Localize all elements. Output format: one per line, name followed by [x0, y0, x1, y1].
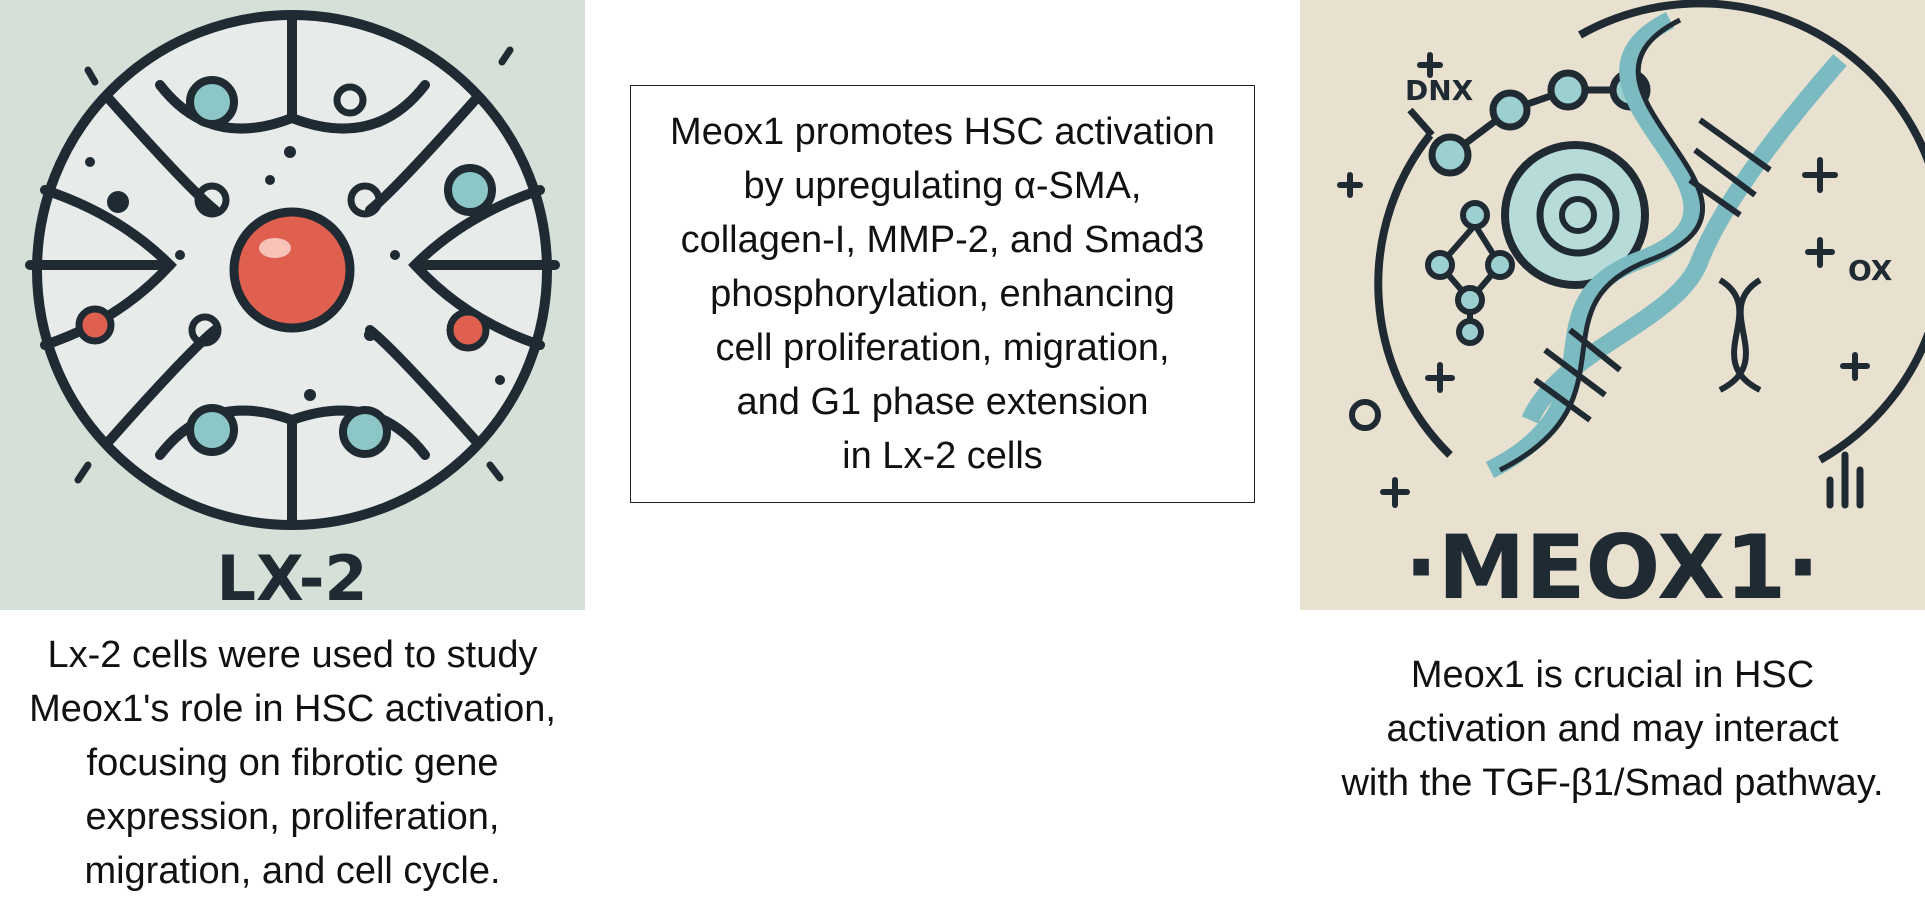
summary-line: cell proliferation, migration,	[715, 327, 1170, 369]
summary-box: Meox1 promotes HSC activation by upregul…	[630, 85, 1255, 503]
summary-line: Meox1 promotes HSC activation	[670, 111, 1215, 153]
caption-line: with the TGF-β1/Smad pathway.	[1341, 762, 1884, 804]
lx2-logo-label: LX-2	[216, 542, 367, 610]
caption-line: migration, and cell cycle.	[84, 850, 501, 892]
dna-label: DNX	[1405, 74, 1474, 107]
summary-line: by upregulating α-SMA,	[743, 165, 1142, 207]
caption-line: Lx-2 cells were used to study	[47, 634, 538, 676]
lx2-caption: Lx-2 cells were used to study Meox1's ro…	[0, 628, 585, 898]
meox1-dna-icon: DNX OX ·MEOX1·	[1337, 0, 1925, 610]
summary-line: phosphorylation, enhancing	[710, 273, 1175, 315]
ox-label: OX	[1848, 254, 1893, 287]
lx2-cell-illustration: LX-2	[0, 0, 585, 610]
summary-line: and G1 phase extension	[736, 381, 1149, 423]
caption-line: expression, proliferation,	[85, 796, 500, 838]
caption-line: Meox1's role in HSC activation,	[29, 688, 556, 730]
meox1-caption: Meox1 is crucial in HSC activation and m…	[1300, 648, 1925, 810]
caption-line: Meox1 is crucial in HSC	[1410, 654, 1815, 696]
caption-line: activation and may interact	[1386, 708, 1839, 750]
caption-line: focusing on fibrotic gene	[86, 742, 499, 784]
meox1-logo-label: ·MEOX1·	[1404, 516, 1819, 610]
lx2-cell-icon: LX-2	[25, 10, 560, 610]
meox1-dna-illustration: DNX OX ·MEOX1·	[1300, 0, 1925, 610]
summary-line: collagen-I, MMP-2, and Smad3	[680, 219, 1205, 261]
summary-text: Meox1 promotes HSC activation by upregul…	[643, 105, 1243, 483]
summary-line: in Lx-2 cells	[842, 435, 1043, 477]
